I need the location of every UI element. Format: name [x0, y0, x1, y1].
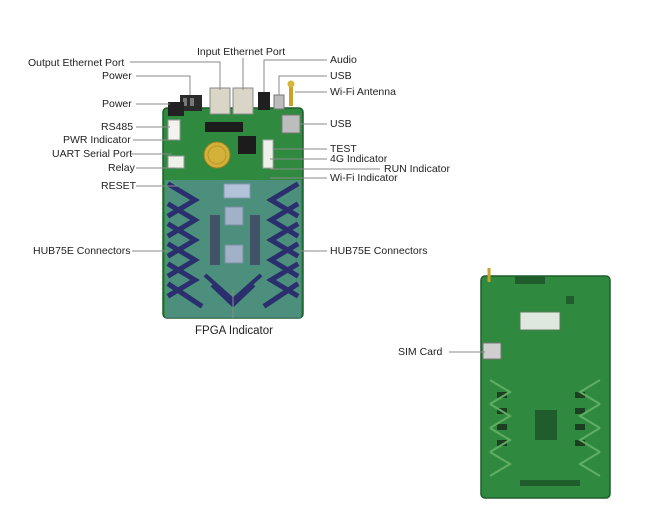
label-usb-side: USB [330, 118, 352, 130]
label-usb-top: USB [330, 70, 352, 82]
label-input-ethernet-port: Input Ethernet Port [197, 46, 286, 58]
audio-jack [258, 92, 270, 110]
label-uart-serial-port: UART Serial Port [52, 148, 133, 160]
label-hub75e-right: HUB75E Connectors [330, 245, 428, 257]
back-board [480, 268, 611, 499]
label-wifi-indicator: Wi-Fi Indicator [330, 172, 398, 184]
label-run-indicator: RUN Indicator [384, 163, 450, 175]
label-relay: Relay [108, 162, 135, 174]
usb-top-port [273, 94, 285, 110]
label-4g-indicator: 4G Indicator [330, 153, 388, 165]
hub75e-connectors-right [262, 181, 300, 309]
label-sim-card: SIM Card [398, 346, 443, 358]
hub75e-connectors-left [166, 181, 204, 309]
heatsink-bottom [224, 244, 244, 264]
output-ethernet-port [209, 87, 231, 115]
sim-card-slot [482, 342, 502, 360]
label-output-ethernet-port: Output Ethernet Port [28, 57, 125, 69]
label-hub75e-left: HUB75E Connectors [33, 245, 131, 257]
input-ethernet-port [232, 87, 254, 115]
leader-lines [130, 58, 485, 353]
label-audio: Audio [330, 54, 357, 66]
label-pwr-indicator: PWR Indicator [63, 134, 131, 146]
label-test: TEST [330, 143, 357, 155]
label-wifi-antenna: Wi-Fi Antenna [330, 86, 396, 98]
label-rs485: RS485 [101, 121, 134, 133]
label-power-top: Power [102, 70, 132, 82]
usb-side-port [281, 114, 301, 134]
label-reset: RESET [101, 180, 137, 192]
label-fpga-indicator: FPGA Indicator [195, 325, 273, 337]
label-power-side: Power [102, 98, 132, 110]
front-board [162, 80, 304, 319]
heatsink-top [224, 206, 244, 226]
